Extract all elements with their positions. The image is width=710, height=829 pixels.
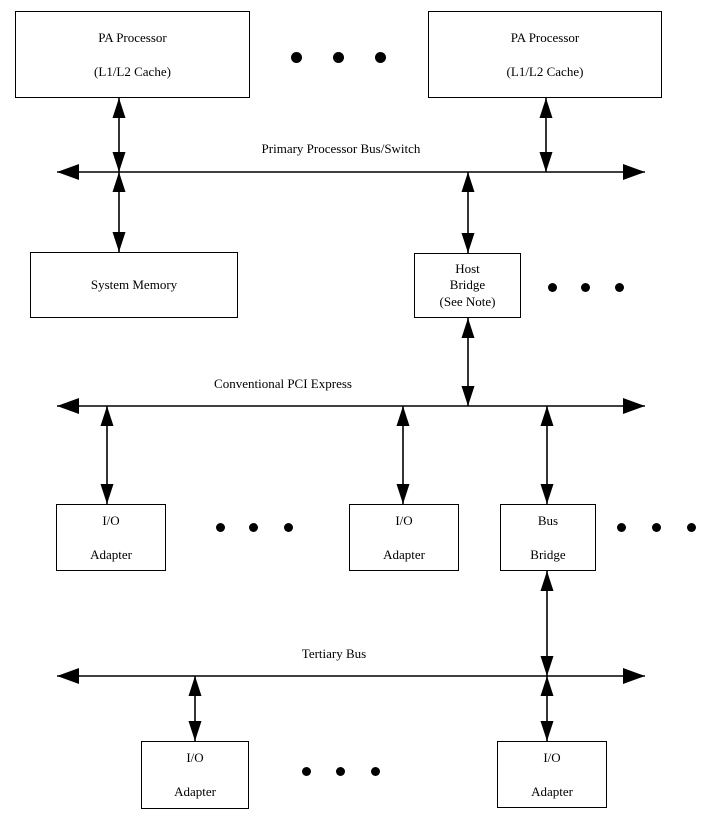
- bus-label-primary-processor-bus: Primary Processor Bus/Switch: [261, 141, 421, 156]
- box-system-memory[interactable]: System Memory: [30, 252, 238, 318]
- connector-arrow-up-pci-bus-to-io-adapter-1: [100, 406, 114, 426]
- box-line: I/O: [395, 512, 413, 528]
- connector-arrow-up-pa-right-to-primary-bus: [539, 98, 553, 118]
- box-line: (L1/L2 Cache): [94, 63, 171, 79]
- connector-arrow-up-bus-bridge-to-tertiary-bus: [540, 571, 554, 591]
- ellipsis-dot: [332, 51, 344, 63]
- box-line: I/O: [543, 749, 561, 765]
- connector-arrow-up-primary-bus-to-host-bridge: [461, 172, 475, 192]
- ellipsis-dot: [651, 522, 661, 532]
- dots-processors: [290, 51, 386, 63]
- ellipsis-dot: [616, 522, 626, 532]
- bus-arrow-left-conventional-pci-express: [57, 398, 79, 414]
- ellipsis-dot: [301, 766, 311, 776]
- box-line: PA Processor: [510, 29, 580, 45]
- bus-label-tertiary-bus: Tertiary Bus: [301, 646, 367, 661]
- connector-arrow-down-tertiary-bus-to-io-adapter-1: [188, 721, 202, 741]
- ellipsis-dot: [547, 282, 557, 292]
- ellipsis-dot: [215, 522, 225, 532]
- connector-arrow-up-host-bridge-to-pci-bus: [461, 318, 475, 338]
- box-io-adapter-pci-2[interactable]: I/O Adapter: [349, 504, 459, 571]
- connector-arrow-up-pci-bus-to-io-adapter-2: [396, 406, 410, 426]
- box-line: I/O: [102, 512, 120, 528]
- bus-arrow-right-primary-processor-bus: [623, 164, 645, 180]
- box-line: (L1/L2 Cache): [506, 63, 584, 79]
- bus-label-conventional-pci-express: Conventional PCI Express: [214, 376, 352, 391]
- bus-arrow-right-tertiary-bus: [623, 668, 645, 684]
- box-host-bridge[interactable]: Host Bridge (See Note): [414, 253, 521, 318]
- box-line: Adapter: [90, 546, 132, 562]
- ellipsis-dot: [370, 766, 380, 776]
- bus-arrow-left-primary-processor-bus: [57, 164, 79, 180]
- ellipsis-dot: [283, 522, 293, 532]
- box-line: (See Note): [439, 293, 496, 309]
- box-line: Bridge: [530, 546, 566, 562]
- connector-arrow-down-primary-bus-to-system-memory: [112, 232, 126, 252]
- connector-arrow-down-tertiary-bus-to-io-adapter-2: [540, 721, 554, 741]
- ellipsis-dot: [248, 522, 258, 532]
- connector-arrow-up-pa-left-to-primary-bus: [112, 98, 126, 118]
- ellipsis-dot: [374, 51, 386, 63]
- box-line: Adapter: [383, 546, 425, 562]
- ellipsis-dot: [614, 282, 624, 292]
- box-line: PA Processor: [98, 29, 167, 45]
- connector-arrow-up-primary-bus-to-system-memory: [112, 172, 126, 192]
- box-line: Host: [455, 260, 480, 276]
- box-pa-processor-left[interactable]: PA Processor (L1/L2 Cache): [15, 11, 250, 98]
- ellipsis-dot: [335, 766, 345, 776]
- box-io-adapter-pci-1[interactable]: I/O Adapter: [56, 504, 166, 571]
- dots-bus-bridges: [616, 522, 696, 532]
- dots-pci-adapters: [215, 522, 293, 532]
- ellipsis-dot: [290, 51, 302, 63]
- connector-arrow-up-tertiary-bus-to-io-adapter-2: [540, 676, 554, 696]
- ellipsis-dot: [580, 282, 590, 292]
- box-line: I/O: [186, 750, 204, 766]
- box-io-adapter-tertiary-1[interactable]: I/O Adapter: [141, 741, 249, 809]
- bus-arrow-right-conventional-pci-express: [623, 398, 645, 414]
- box-pa-processor-right[interactable]: PA Processor (L1/L2 Cache): [428, 11, 662, 98]
- box-line: Bridge: [449, 277, 486, 293]
- connector-arrow-up-tertiary-bus-to-io-adapter-1: [188, 676, 202, 696]
- bus-arrow-left-tertiary-bus: [57, 668, 79, 684]
- box-line: Adapter: [174, 784, 216, 799]
- connector-arrow-down-pci-bus-to-bus-bridge: [540, 484, 554, 504]
- connector-arrow-up-pci-bus-to-bus-bridge: [540, 406, 554, 426]
- connector-arrow-down-pci-bus-to-io-adapter-1: [100, 484, 114, 504]
- connector-arrow-down-pci-bus-to-io-adapter-2: [396, 484, 410, 504]
- dots-host-bridges: [547, 282, 624, 292]
- box-line: System Memory: [90, 277, 178, 292]
- box-line: Adapter: [531, 783, 573, 799]
- ellipsis-dot: [686, 522, 696, 532]
- dots-tertiary-adapters: [301, 766, 380, 776]
- box-bus-bridge[interactable]: Bus Bridge: [500, 504, 596, 571]
- box-line: Bus: [537, 512, 559, 528]
- connector-arrow-down-primary-bus-to-host-bridge: [461, 233, 475, 253]
- box-io-adapter-tertiary-2[interactable]: I/O Adapter: [497, 741, 607, 808]
